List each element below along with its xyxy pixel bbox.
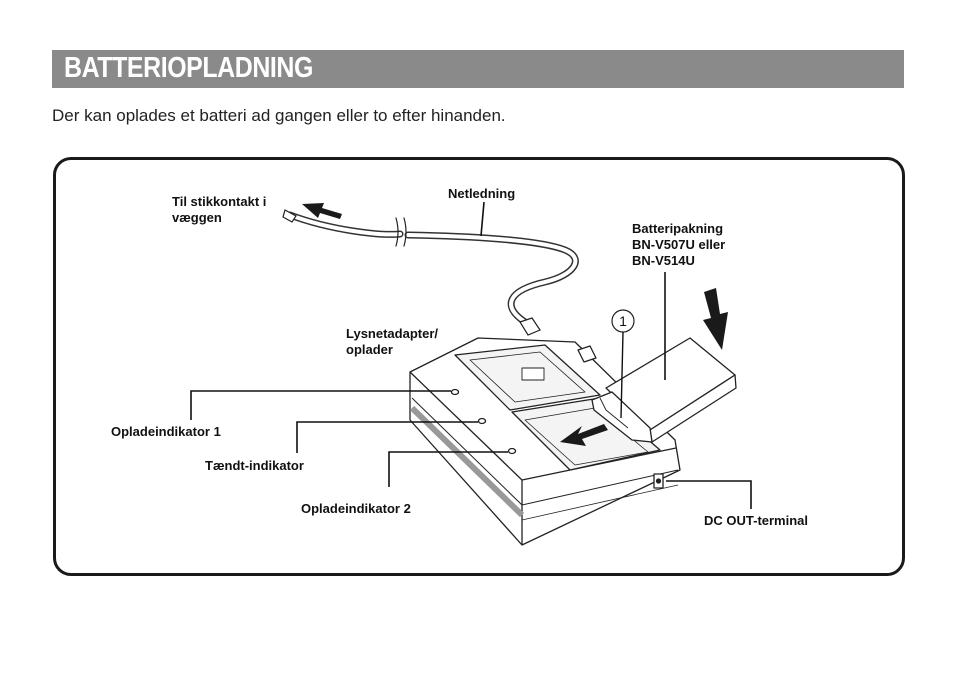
label-wall-outlet: Til stikkontakt i væggen [172,194,266,226]
label-charge-indicator-2: Opladeindikator 2 [301,501,411,516]
battery-down-arrow [703,288,728,350]
section-title-bar: BATTERIOPLADNING [52,50,904,88]
plug-end [282,209,297,223]
label-battery-pack: Batteripakning BN-V507U eller BN-V514U [632,221,725,269]
label-charge-indicator-1: Opladeindikator 1 [111,424,221,439]
insert-arrow [560,424,608,446]
leader-lines [190,201,752,509]
label-dc-out: DC OUT-terminal [704,513,809,528]
label-adapter-line2: oplader [346,342,393,357]
cord-strain-relief [519,317,541,336]
label-adapter: Lysnetadapter/ oplader [346,326,438,358]
label-battery-line3: BN-V514U [632,253,695,268]
intro-text: Der kan oplades et batteri ad gangen ell… [52,106,506,125]
power-cord [286,211,579,326]
label-adapter-line1: Lysnetadapter/ [346,326,438,341]
label-wall-outlet-line2: væggen [172,210,222,225]
label-power-cord: Netledning [448,186,516,201]
outlet-arrow [302,203,342,219]
label-battery-line2: BN-V507U eller [632,237,726,252]
callout-number: 1 [619,313,627,329]
battery-pack [591,337,737,443]
label-wall-outlet-line1: Til stikkontakt i [172,194,267,209]
label-battery-line1: Batteripakning [632,221,724,236]
label-power-indicator: Tændt-indikator [205,458,304,473]
page-title: BATTERIOPLADNING [64,52,313,84]
